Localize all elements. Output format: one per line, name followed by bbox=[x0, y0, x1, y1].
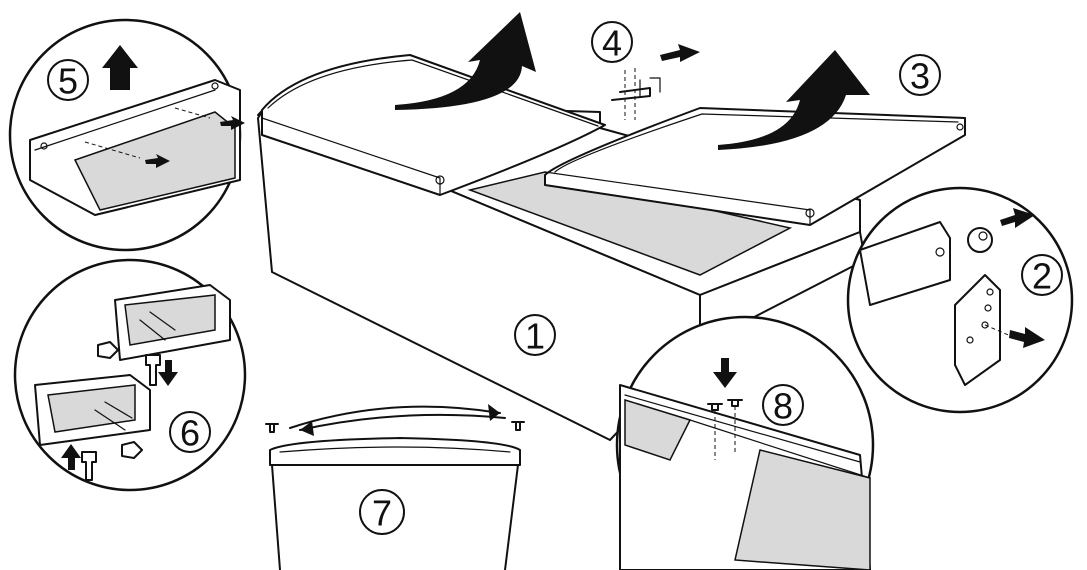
lift-arrow-left bbox=[395, 12, 536, 110]
arrow-down-icon bbox=[713, 358, 737, 388]
arrow-up-icon bbox=[102, 45, 138, 90]
detail-bubble-2: 2 bbox=[846, 186, 1074, 414]
step-5-label: 5 bbox=[58, 61, 78, 102]
arrow-right-icon bbox=[1000, 208, 1035, 228]
step-1-ring bbox=[514, 314, 556, 356]
step-4-label: 4 bbox=[602, 23, 622, 64]
detail-bubble-5: 5 bbox=[8, 18, 245, 252]
left-lid bbox=[261, 54, 606, 196]
step-4-ring bbox=[591, 21, 633, 63]
curved-double-arrow-icon bbox=[289, 405, 501, 429]
step-8-label: 8 bbox=[773, 386, 793, 427]
screw-icon bbox=[265, 423, 279, 433]
screw-icon bbox=[145, 354, 161, 386]
nut-icon bbox=[121, 441, 143, 459]
step-2-label: 2 bbox=[1032, 256, 1052, 297]
detail-bubble-8: 8 bbox=[615, 315, 875, 570]
lift-arrow-right bbox=[718, 50, 870, 150]
step-3-ring bbox=[899, 54, 941, 96]
arrow-right-icon bbox=[660, 44, 700, 62]
bracket-icon bbox=[611, 68, 661, 120]
arrow-right-icon bbox=[220, 116, 245, 130]
arrow-right-icon bbox=[145, 154, 170, 168]
arrow-right-icon bbox=[1009, 327, 1045, 348]
arrow-up-icon bbox=[61, 444, 81, 470]
step-3-label: 3 bbox=[910, 56, 930, 97]
step-6-label: 6 bbox=[180, 413, 200, 454]
hinge-plate-icon bbox=[954, 274, 1001, 386]
screw-icon bbox=[511, 421, 525, 431]
detached-door: 7 bbox=[265, 404, 525, 570]
step-1-label: 1 bbox=[525, 316, 545, 357]
arrow-down-icon bbox=[158, 360, 178, 386]
freezer-interior bbox=[467, 171, 793, 276]
right-lid bbox=[544, 107, 966, 226]
screw-icon bbox=[81, 451, 97, 481]
detail-bubble-6: 6 bbox=[13, 258, 247, 492]
step-7-label: 7 bbox=[372, 493, 392, 534]
nut-icon bbox=[97, 341, 119, 359]
